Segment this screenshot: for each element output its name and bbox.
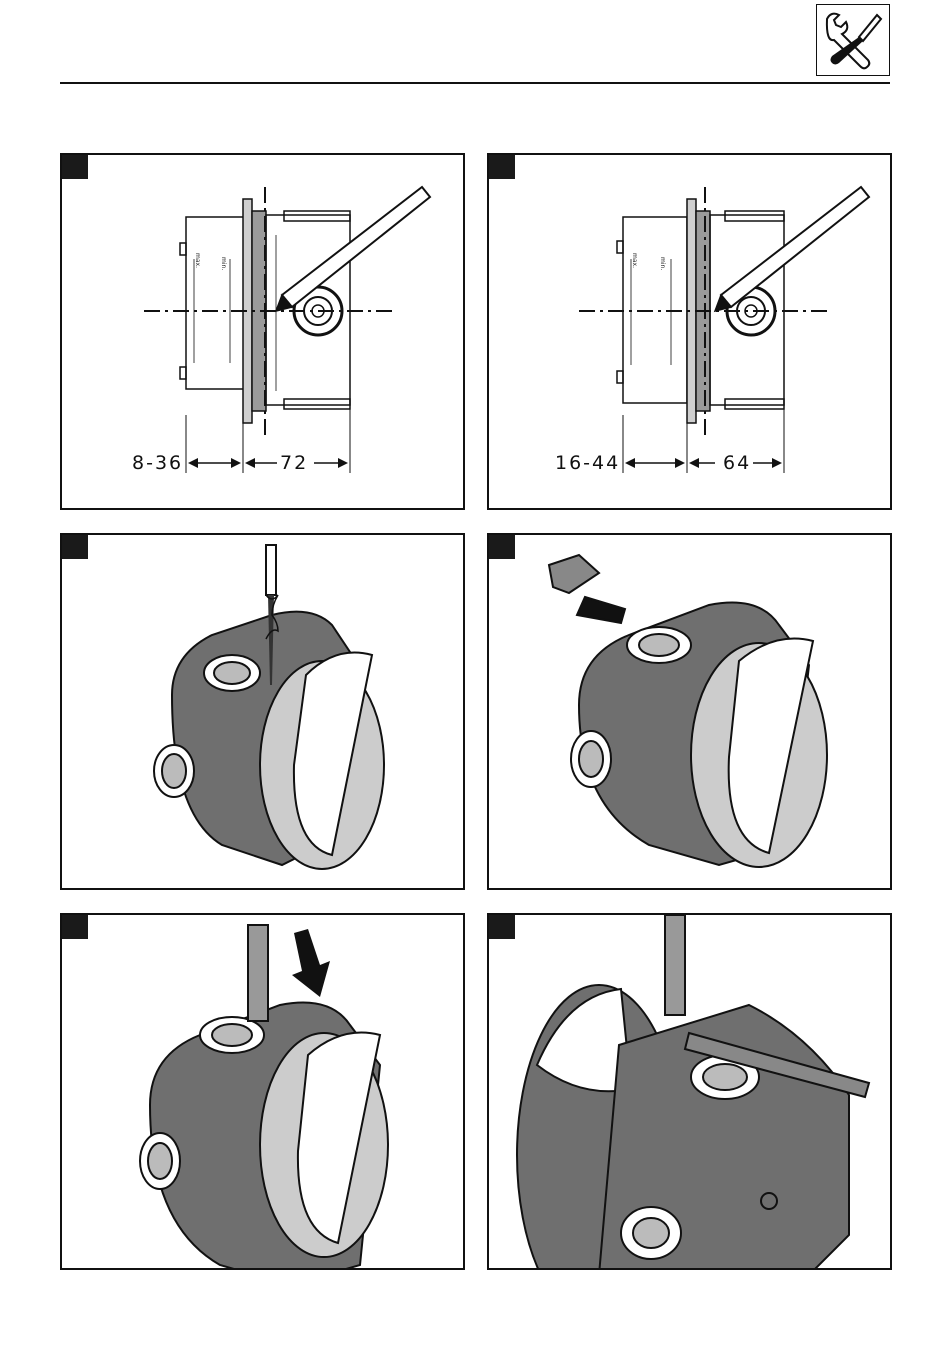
step-panel-4 xyxy=(487,533,892,890)
drill-illustration xyxy=(62,535,465,890)
header-rule xyxy=(60,82,890,84)
step-panel-6 xyxy=(487,913,892,1270)
step-panel-5 xyxy=(60,913,465,1270)
dimension-left: 16-44 xyxy=(555,452,620,474)
step-panel-3 xyxy=(60,533,465,890)
min-label: min. xyxy=(659,257,666,270)
step-panel-1: max. min. 8-36 72 xyxy=(60,153,465,510)
step-panel-2: max. min. 16-44 64 xyxy=(487,153,892,510)
dimension-left: 8-36 xyxy=(132,452,183,474)
measurement-diagram: max. min. 8-36 72 xyxy=(62,155,465,510)
measurement-diagram: max. min. 16-44 64 xyxy=(489,155,892,510)
max-label: max. xyxy=(194,253,201,268)
min-label: min. xyxy=(220,257,227,270)
tightening-illustration xyxy=(489,915,892,1270)
clip-illustration xyxy=(489,535,892,890)
tools-icon-box xyxy=(816,4,890,76)
conduit-illustration xyxy=(62,915,465,1270)
dimension-right: 72 xyxy=(280,452,308,474)
dimension-right: 64 xyxy=(723,452,751,474)
wrench-screwdriver-icon xyxy=(817,5,889,75)
max-label: max. xyxy=(631,253,638,268)
